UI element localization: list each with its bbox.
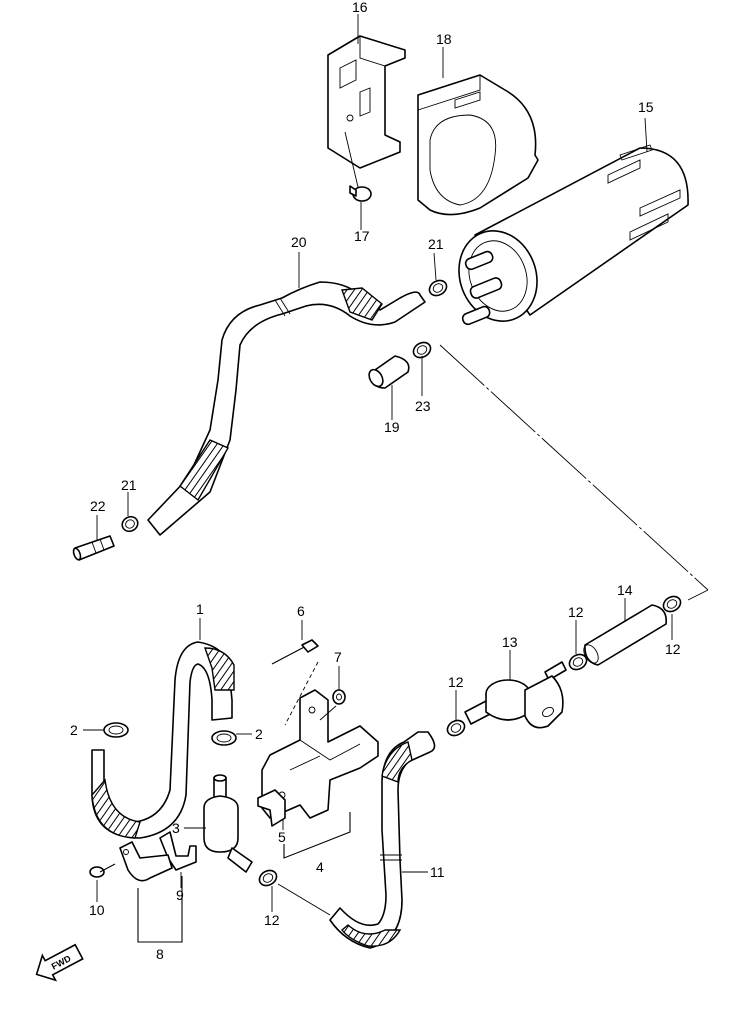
filter-3 (203, 774, 253, 873)
clamp-12-d (258, 869, 278, 887)
callout-19: 19 (384, 419, 400, 435)
clamp-21-bottom (121, 515, 139, 533)
pin-6 (271, 639, 319, 665)
clip-5 (257, 789, 286, 827)
callout-11: 11 (430, 864, 445, 880)
cover-18 (417, 74, 539, 216)
cap-19 (368, 355, 410, 389)
callout-12-a: 12 (568, 604, 584, 620)
washer-7 (332, 689, 346, 705)
callout-23: 23 (415, 398, 431, 414)
callout-5: 5 (278, 829, 286, 845)
callout-15: 15 (638, 99, 654, 115)
callout-14: 14 (617, 582, 633, 598)
valve-13 (464, 661, 567, 729)
callout-2-right: 2 (255, 726, 263, 742)
callout-3: 3 (172, 820, 180, 836)
callout-22: 22 (90, 498, 106, 514)
reference-line (439, 344, 709, 591)
callout-7: 7 (334, 649, 342, 665)
bracket-16 (327, 35, 406, 169)
callout-21-top: 21 (428, 236, 444, 252)
clamp-2-right (211, 730, 237, 746)
callout-12-d: 12 (264, 912, 280, 928)
screw-10 (89, 863, 116, 878)
clamp-9 (159, 831, 197, 871)
callout-9: 9 (176, 887, 184, 903)
leader-lines (83, 14, 673, 912)
callout-12-b: 12 (665, 641, 681, 657)
callout-4: 4 (316, 859, 324, 875)
canister-15 (458, 144, 689, 326)
callout-18: 18 (436, 31, 452, 47)
bracket-4 (261, 689, 379, 819)
callout-20: 20 (291, 234, 307, 250)
callout-2-left: 2 (70, 722, 78, 738)
callout-13: 13 (502, 634, 518, 650)
callout-10: 10 (89, 902, 105, 918)
clamp-8-strap (119, 841, 173, 882)
callout-8: 8 (156, 946, 164, 962)
clamp-12-a (662, 595, 682, 613)
group-bracket-4 (283, 812, 351, 859)
callout-16: 16 (352, 0, 368, 15)
clamp-12-c (446, 719, 466, 737)
hose-20 (147, 281, 426, 536)
callout-12-c: 12 (448, 674, 464, 690)
clamp-12-b (568, 653, 588, 671)
clamp-21-top (428, 279, 448, 297)
nipple-22 (72, 535, 115, 561)
callout-17: 17 (354, 228, 370, 244)
callout-1: 1 (196, 601, 204, 617)
callout-6: 6 (297, 603, 305, 619)
hose-11 (329, 731, 436, 949)
clamp-2-left (103, 722, 129, 738)
group-bracket-8 (137, 876, 183, 943)
callout-21-bottom: 21 (121, 477, 137, 493)
hose-14 (583, 604, 668, 666)
bolt-17 (344, 131, 372, 202)
clamp-23 (412, 341, 432, 359)
fwd-arrow-icon: FWD (35, 943, 84, 982)
hose-1 (91, 641, 235, 839)
